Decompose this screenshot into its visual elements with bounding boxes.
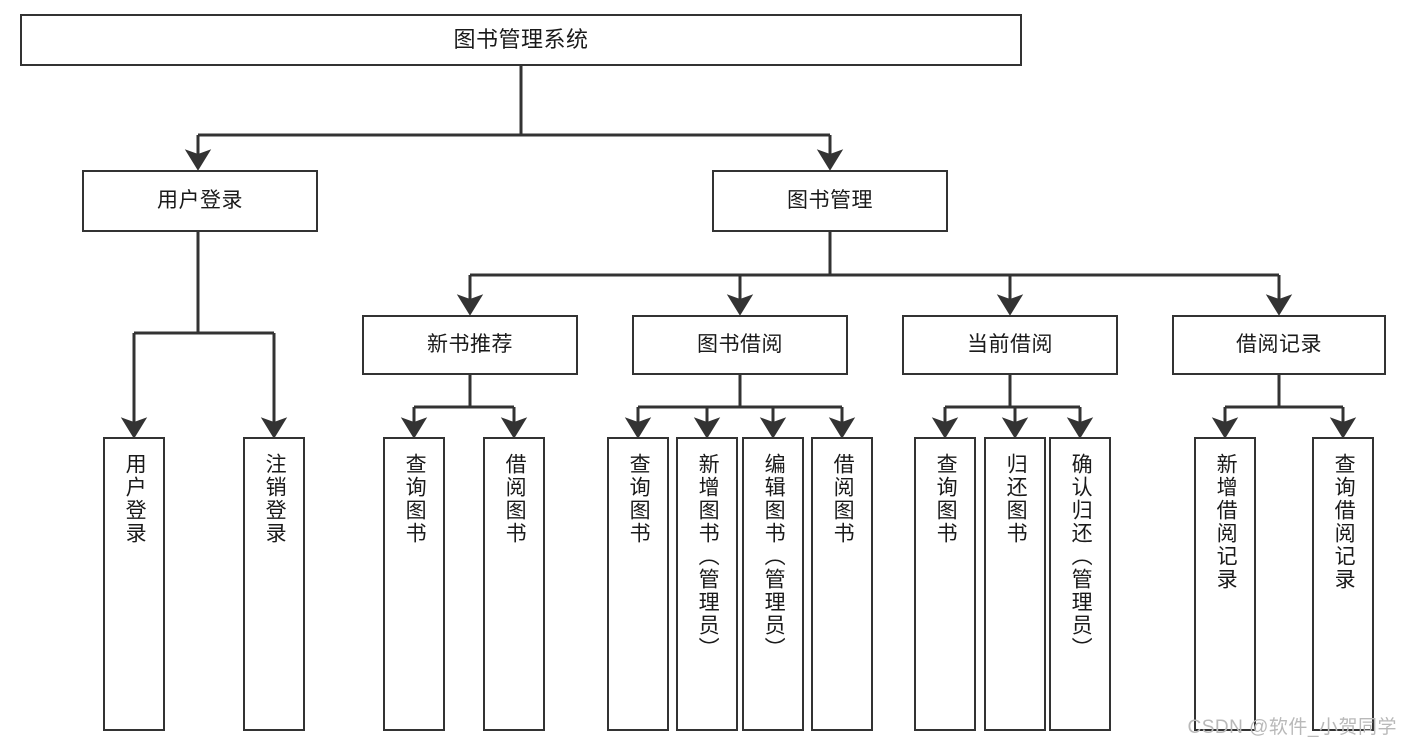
node-user-logout-leaf-label: 注销登录 [263,453,287,545]
node-add-book-admin[interactable]: 新增图书（管理员） [676,437,738,731]
node-book-management[interactable]: 图书管理 [712,170,948,232]
node-borrow-record-label: 借阅记录 [1236,333,1322,357]
node-user-login[interactable]: 用户登录 [82,170,318,232]
node-root-label: 图书管理系统 [453,26,589,52]
node-query-borrow-record[interactable]: 查询借阅记录 [1312,437,1374,731]
node-borrow-book-1[interactable]: 借阅图书 [483,437,545,731]
node-query-book-1[interactable]: 查询图书 [383,437,445,731]
node-book-borrow-label: 图书借阅 [697,333,783,357]
node-borrow-book-2[interactable]: 借阅图书 [811,437,873,731]
node-current-borrow[interactable]: 当前借阅 [902,315,1118,375]
node-borrow-record[interactable]: 借阅记录 [1172,315,1386,375]
node-add-borrow-record-label: 新增借阅记录 [1214,453,1238,591]
node-book-management-label: 图书管理 [787,189,873,213]
node-return-book[interactable]: 归还图书 [984,437,1046,731]
node-edit-book-admin[interactable]: 编辑图书（管理员） [742,437,804,731]
node-add-borrow-record[interactable]: 新增借阅记录 [1194,437,1256,731]
node-book-borrow[interactable]: 图书借阅 [632,315,848,375]
node-user-login-leaf[interactable]: 用户登录 [103,437,165,731]
node-confirm-return-admin-label: 确认归还（管理员） [1069,453,1093,660]
node-confirm-return-admin[interactable]: 确认归还（管理员） [1049,437,1111,731]
node-borrow-book-2-label: 借阅图书 [831,453,855,545]
node-query-book-2[interactable]: 查询图书 [607,437,669,731]
node-current-borrow-label: 当前借阅 [967,333,1053,357]
node-user-logout-leaf[interactable]: 注销登录 [243,437,305,731]
node-query-book-1-label: 查询图书 [403,453,427,545]
node-user-login-leaf-label: 用户登录 [123,453,147,545]
node-borrow-book-1-label: 借阅图书 [503,453,527,545]
node-query-book-2-label: 查询图书 [627,453,651,545]
node-user-login-label: 用户登录 [157,189,243,213]
node-query-book-3-label: 查询图书 [934,453,958,545]
node-root[interactable]: 图书管理系统 [20,14,1022,66]
node-new-book-recommend[interactable]: 新书推荐 [362,315,578,375]
node-return-book-label: 归还图书 [1004,453,1028,545]
node-add-book-admin-label: 新增图书（管理员） [696,453,720,660]
watermark-text: CSDN @软件_小贺同学 [1187,717,1397,738]
node-query-book-3[interactable]: 查询图书 [914,437,976,731]
node-edit-book-admin-label: 编辑图书（管理员） [762,453,786,660]
node-query-borrow-record-label: 查询借阅记录 [1332,453,1356,591]
node-new-book-recommend-label: 新书推荐 [427,333,513,357]
